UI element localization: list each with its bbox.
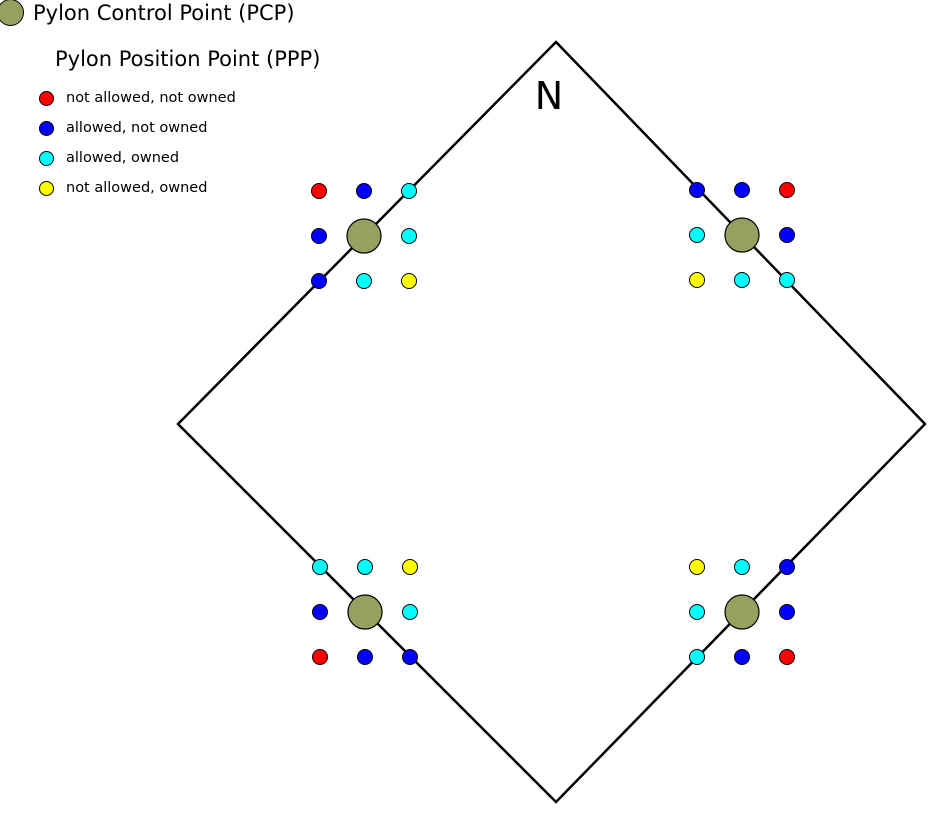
legend-items: not allowed, not owned allowed, not owne…: [39, 83, 236, 203]
legend-item-yellow: not allowed, owned: [39, 173, 236, 203]
ppp-dot-blue-north-west-pylon-r2c0: [311, 273, 327, 289]
ppp-dot-blue-north-east-pylon-r0c1: [734, 182, 750, 198]
ppp-dot-blue-south-west-pylon-r2c1: [357, 649, 373, 665]
ppp-dot-cyan-north-east-pylon-r2c1: [734, 272, 750, 288]
legend-item-label: allowed, owned: [66, 150, 180, 166]
ppp-dot-blue-south-west-pylon-r1c0: [312, 604, 328, 620]
ppp-dot-yellow-north-west-pylon-r2c2: [401, 273, 417, 289]
ppp-dot-cyan-north-west-pylon-r0c2: [401, 183, 417, 199]
legend-item-blue: allowed, not owned: [39, 113, 236, 143]
ppp-dot-blue-south-east-pylon-r1c2: [779, 604, 795, 620]
legend-item-cyan: allowed, owned: [39, 143, 236, 173]
north-label: N: [535, 74, 563, 118]
ppp-swatch-yellow-icon: [39, 180, 54, 196]
ppp-dot-cyan-south-west-pylon-r0c0: [312, 559, 328, 575]
ppp-dot-cyan-south-west-pylon-r1c2: [402, 604, 418, 620]
pcp-circle-north-west-pylon: [346, 218, 382, 254]
ppp-dot-cyan-south-east-pylon-r0c1: [734, 559, 750, 575]
legend-pcp-row: Pylon Control Point (PCP): [0, 0, 295, 26]
ppp-dot-cyan-south-east-pylon-r1c0: [689, 604, 705, 620]
ppp-dot-red-north-west-pylon-r0c0: [311, 183, 327, 199]
ppp-dot-cyan-north-west-pylon-r2c1: [356, 273, 372, 289]
ppp-dot-blue-south-east-pylon-r2c1: [734, 649, 750, 665]
ppp-swatch-blue-icon: [39, 120, 54, 136]
flight-area-boundary: [176, 40, 927, 804]
pcp-circle-south-west-pylon: [347, 594, 383, 630]
legend-item-label: not allowed, owned: [66, 180, 208, 196]
pcp-circle-south-east-pylon: [724, 594, 760, 630]
pcp-circle-north-east-pylon: [724, 217, 760, 253]
ppp-dot-cyan-south-east-pylon-r2c0: [689, 649, 705, 665]
ppp-dot-red-south-east-pylon-r2c2: [779, 649, 795, 665]
legend-item-label: allowed, not owned: [66, 120, 208, 136]
ppp-dot-red-north-east-pylon-r0c2: [779, 182, 795, 198]
ppp-dot-yellow-south-west-pylon-r0c2: [402, 559, 418, 575]
ppp-dot-cyan-north-west-pylon-r1c2: [401, 228, 417, 244]
legend-pcp-label: Pylon Control Point (PCP): [33, 0, 295, 25]
ppp-dot-cyan-north-east-pylon-r1c0: [689, 227, 705, 243]
ppp-dot-yellow-south-east-pylon-r0c0: [689, 559, 705, 575]
ppp-dot-yellow-north-east-pylon-r2c0: [689, 272, 705, 288]
ppp-swatch-red-icon: [39, 90, 54, 106]
ppp-dot-blue-north-west-pylon-r0c1: [356, 183, 372, 199]
ppp-dot-cyan-south-west-pylon-r0c1: [357, 559, 373, 575]
legend-item-label: not allowed, not owned: [66, 90, 236, 106]
pcp-swatch-circle: [0, 0, 24, 26]
ppp-dot-blue-north-west-pylon-r1c0: [311, 228, 327, 244]
ppp-dot-red-south-west-pylon-r2c0: [312, 649, 328, 665]
legend-ppp-title: Pylon Position Point (PPP): [55, 47, 321, 71]
ppp-swatch-cyan-icon: [39, 150, 54, 166]
legend-item-red: not allowed, not owned: [39, 83, 236, 113]
ppp-dot-blue-south-east-pylon-r0c2: [779, 559, 795, 575]
ppp-dot-blue-north-east-pylon-r0c0: [689, 182, 705, 198]
ppp-dot-blue-north-east-pylon-r1c2: [779, 227, 795, 243]
ppp-dot-cyan-north-east-pylon-r2c2: [779, 272, 795, 288]
ppp-dot-blue-south-west-pylon-r2c2: [402, 649, 418, 665]
